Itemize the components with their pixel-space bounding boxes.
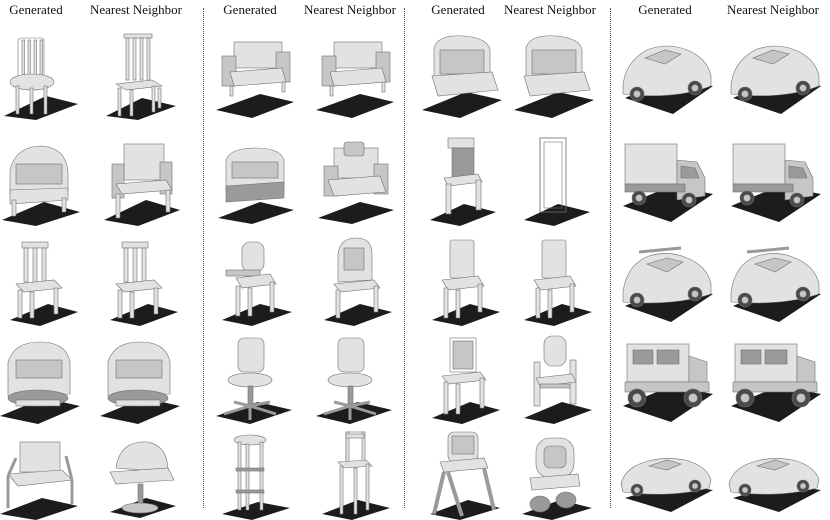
column-label-nearest-neighbor: Nearest Neighbor	[503, 2, 597, 17]
generated-chair-thumbnail	[0, 428, 86, 520]
box-truck-icon	[623, 143, 713, 222]
generated-chair-thumbnail	[0, 134, 86, 226]
sports-coupe-icon	[620, 458, 713, 512]
roof-rack-hatchback-icon	[622, 246, 713, 322]
spindle-back-stool-chair-icon	[4, 37, 78, 120]
column-label-nearest-neighbor: Nearest Neighbor	[303, 2, 397, 17]
generated-chair-thumbnail	[408, 428, 508, 520]
generated-car-thumbnail	[615, 332, 715, 424]
nearest-neighbor-chair-thumbnail	[500, 134, 600, 226]
roof-rack-hatchback-icon	[730, 246, 821, 322]
office-swivel-chair-icon	[316, 337, 392, 424]
club-armchair-icon	[218, 147, 294, 224]
generated-car-thumbnail	[615, 428, 715, 520]
column-label-generated: Generated	[9, 2, 63, 17]
generated-chair-thumbnail	[0, 234, 86, 326]
tall-box-chair-icon	[430, 137, 496, 226]
offroad-suv-icon	[731, 343, 821, 422]
nearest-neighbor-car-thumbnail	[723, 332, 823, 424]
slat-back-chair-icon	[10, 241, 78, 326]
generated-car-thumbnail	[615, 234, 715, 326]
arm-frame-chair-icon	[524, 335, 592, 424]
nearest-neighbor-car-thumbnail	[723, 428, 823, 520]
padded-kids-chair-icon	[522, 437, 592, 520]
cushion-armchair-icon	[318, 141, 394, 224]
nearest-neighbor-chair-thumbnail	[300, 428, 400, 520]
hatchback-car-icon	[622, 45, 713, 114]
panel-divider	[610, 8, 611, 508]
generated-chair-thumbnail	[408, 332, 508, 424]
column-label-nearest-neighbor: Nearest Neighbor	[726, 2, 820, 17]
nearest-neighbor-chair-thumbnail	[86, 332, 186, 424]
tall-bar-stool-icon	[322, 431, 390, 520]
boxy-armchair-icon	[104, 143, 180, 226]
round-bar-stool-icon	[222, 434, 290, 520]
generated-chair-thumbnail	[200, 332, 300, 424]
generated-chair-thumbnail	[408, 134, 508, 226]
nearest-neighbor-chair-thumbnail	[86, 234, 186, 326]
nearest-neighbor-chair-thumbnail	[300, 332, 400, 424]
generated-chair-thumbnail	[408, 234, 508, 326]
box-truck-icon	[731, 143, 821, 222]
nearest-neighbor-chair-thumbnail	[300, 28, 400, 120]
curved-lounge-chair-icon	[514, 35, 594, 118]
nearest-neighbor-chair-thumbnail	[500, 234, 600, 326]
hatchback-car-icon	[730, 45, 821, 114]
offroad-suv-icon	[623, 343, 713, 422]
generated-chair-thumbnail	[200, 134, 300, 226]
nearest-neighbor-chair-thumbnail	[500, 332, 600, 424]
column-label-generated: Generated	[223, 2, 277, 17]
nearest-neighbor-car-thumbnail	[723, 28, 823, 120]
square-back-chair-icon	[432, 337, 500, 424]
barrel-lounge-chair-icon	[0, 341, 80, 424]
generated-chair-thumbnail	[0, 28, 86, 120]
nearest-neighbor-chair-thumbnail	[500, 28, 600, 120]
tall-frame-chair-icon	[524, 137, 590, 226]
nearest-neighbor-chair-thumbnail	[300, 234, 400, 326]
writing-desk-chair-icon	[222, 241, 292, 326]
nearest-neighbor-chair-thumbnail	[86, 28, 186, 120]
spindle-back-chair-icon	[106, 33, 176, 120]
column-label-generated: Generated	[431, 2, 485, 17]
curved-lounge-chair-icon	[422, 35, 502, 118]
generated-chair-thumbnail	[200, 28, 300, 120]
simple-side-chair-icon	[432, 239, 500, 326]
cube-sofa-chair-icon	[216, 41, 294, 118]
nearest-neighbor-car-thumbnail	[723, 234, 823, 326]
nearest-neighbor-chair-thumbnail	[86, 428, 186, 520]
generated-chair-thumbnail	[200, 234, 300, 326]
office-swivel-chair-icon	[216, 337, 292, 424]
nearest-neighbor-chair-thumbnail	[86, 134, 186, 226]
cube-sofa-chair-icon	[316, 41, 394, 118]
slat-back-chair-icon	[110, 241, 178, 326]
tube-frame-chair-icon	[0, 441, 78, 520]
high-chair-icon	[430, 431, 500, 520]
arched-back-chair-icon	[324, 237, 392, 326]
generated-chair-thumbnail	[200, 428, 300, 520]
simple-side-chair-icon	[524, 239, 592, 326]
tub-armchair-icon	[2, 145, 80, 226]
pedestal-lounge-chair-icon	[109, 441, 176, 518]
panel-divider	[404, 8, 405, 508]
column-label-nearest-neighbor: Nearest Neighbor	[89, 2, 183, 17]
generated-car-thumbnail	[615, 134, 715, 226]
panel-divider	[203, 8, 204, 508]
column-label-generated: Generated	[638, 2, 692, 17]
nearest-neighbor-chair-thumbnail	[300, 134, 400, 226]
generated-chair-thumbnail	[408, 28, 508, 120]
nearest-neighbor-chair-thumbnail	[500, 428, 600, 520]
sports-coupe-icon	[728, 458, 821, 512]
barrel-lounge-chair-icon	[100, 341, 180, 424]
generated-chair-thumbnail	[0, 332, 86, 424]
nearest-neighbor-car-thumbnail	[723, 134, 823, 226]
generated-car-thumbnail	[615, 28, 715, 120]
